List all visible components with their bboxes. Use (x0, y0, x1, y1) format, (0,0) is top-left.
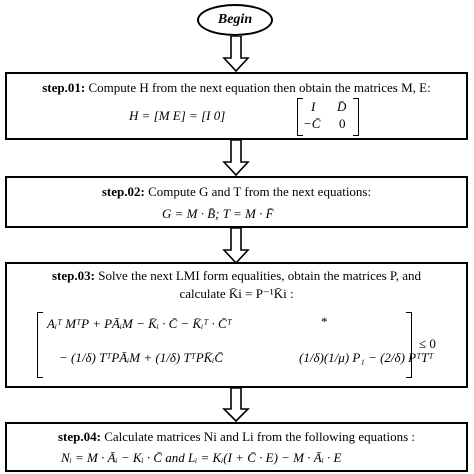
begin-node: Begin (197, 4, 273, 36)
step-03-box: step.03: Solve the next LMI form equalit… (5, 262, 468, 388)
step-04-heading: step.04: Calculate matrices Ni and Li fr… (57, 429, 416, 444)
flow-arrow (222, 36, 250, 72)
lmi-matrix: Aᵢᵀ MᵀP + PĀᵢM − K̄ᵢ · C̄ − K̄ᵢᵀ · C̄ᵀ *… (37, 312, 433, 378)
step-03-heading: step.03: Solve the next LMI form equalit… (52, 268, 421, 283)
flow-arrow (222, 140, 250, 176)
step-04-box: step.04: Calculate matrices Ni and Li fr… (5, 422, 468, 472)
flow-arrow (222, 388, 250, 422)
step-03-subheading: calculate K̄i = P⁻¹K̄i : (179, 286, 294, 301)
lmi-rhs: ≤ 0 (419, 336, 436, 351)
step-01-matrix: I D̄ −C̄ 0 (297, 98, 359, 136)
step-01-heading: step.01: Compute H from the next equatio… (42, 80, 431, 95)
flow-arrow (222, 228, 250, 264)
step-02-heading: step.02: Compute G and T from the next e… (101, 184, 372, 199)
step-01-box: step.01: Compute H from the next equatio… (5, 72, 468, 140)
step-02-equation: G = M · B̄; T = M · F̄ (162, 206, 274, 221)
step-01-equation: H = [M E] = [I 0] (129, 108, 226, 123)
step-04-equation: Nᵢ = M · Āᵢ − Kᵢ · C̄ and Lᵢ = Kᵢ(I + C̄… (61, 450, 342, 465)
step-02-box: step.02: Compute G and T from the next e… (5, 176, 468, 228)
